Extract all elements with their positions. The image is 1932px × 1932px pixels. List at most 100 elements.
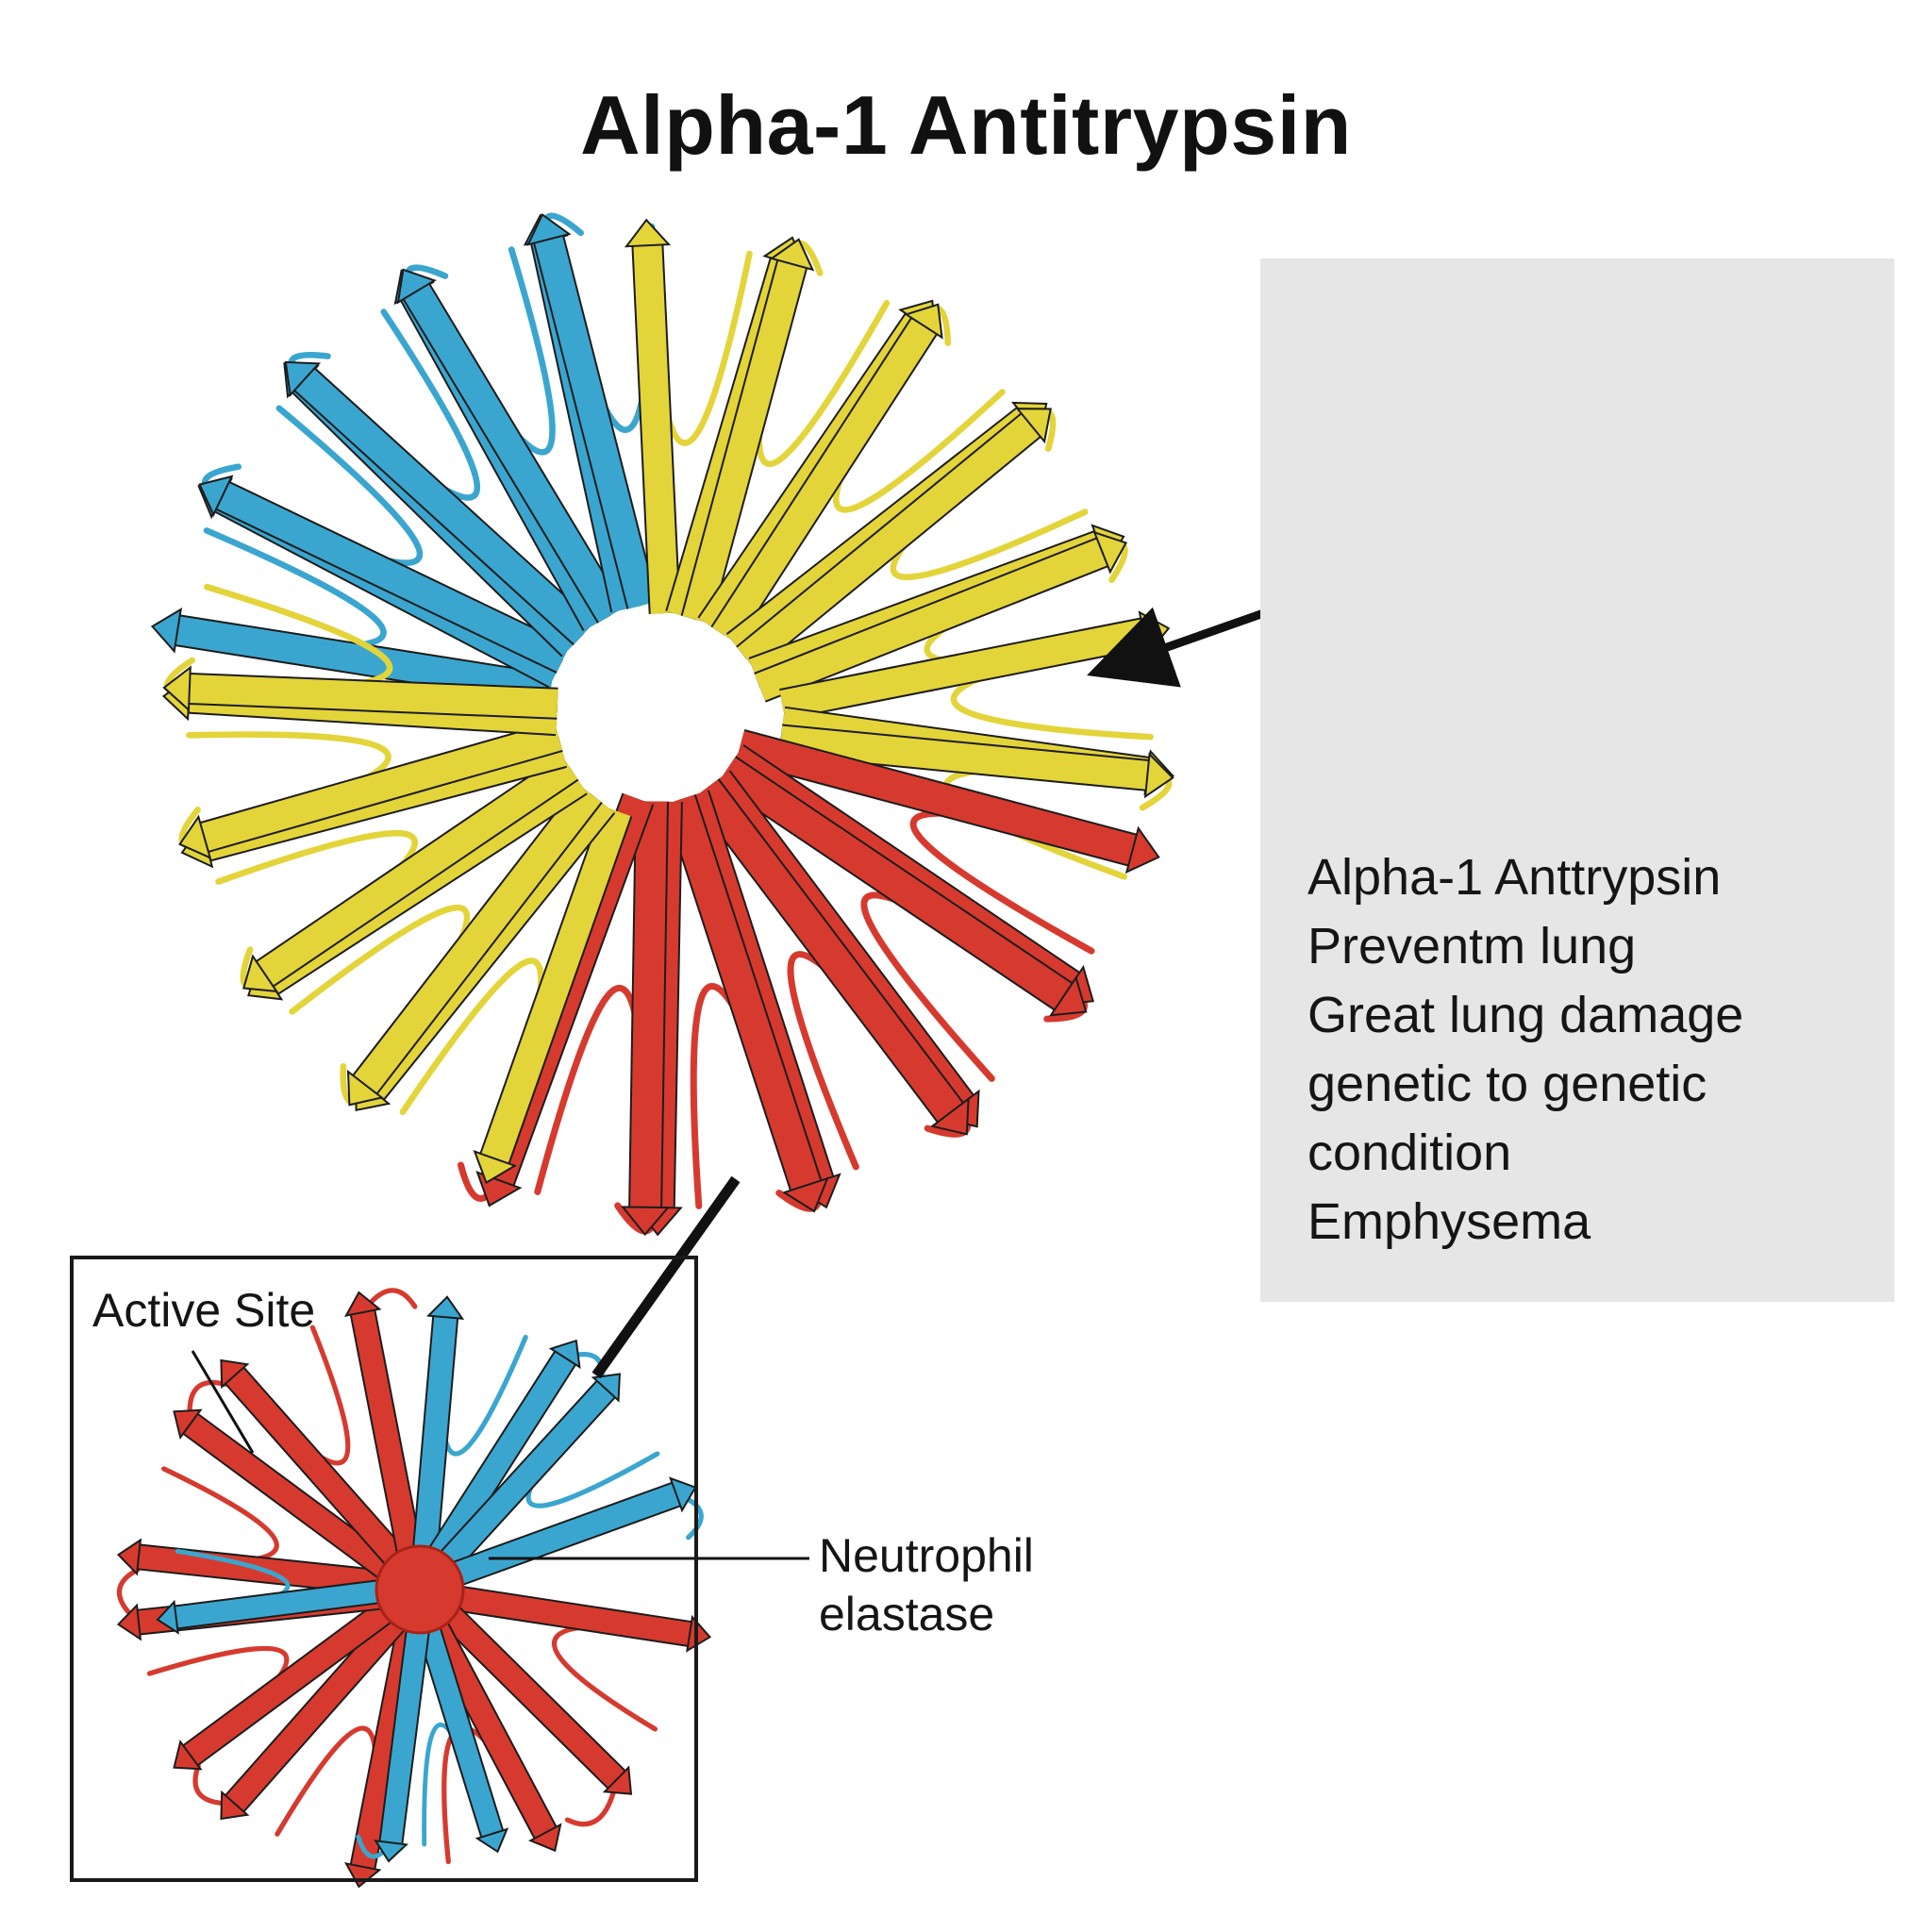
- strand-arrowhead: [346, 1069, 384, 1107]
- beta-strand: [183, 1414, 395, 1579]
- strand-arrowhead: [242, 954, 279, 993]
- strand-arrowhead: [396, 268, 437, 305]
- inset-elastase-complex: [116, 1288, 712, 1889]
- beta-strand: [175, 616, 553, 704]
- info-text: Alpha-1 Anttrypsin Preventm lung Great l…: [1307, 843, 1892, 1257]
- beta-strand: [257, 755, 578, 986]
- beta-strand: [779, 725, 1149, 790]
- strand-arrowhead: [602, 1765, 633, 1795]
- active-site-core: [375, 1544, 465, 1635]
- beta-strand: [736, 730, 1137, 865]
- strand-arrowhead: [173, 1739, 203, 1771]
- beta-strand: [175, 1580, 384, 1628]
- beta-strand: [481, 807, 631, 1164]
- strand-arrowhead: [548, 1339, 581, 1370]
- beta-strand: [225, 1368, 406, 1567]
- beta-strand: [441, 1483, 680, 1589]
- beta-strand: [535, 235, 657, 609]
- strand-arrowhead: [284, 360, 322, 397]
- info-line: condition: [1307, 1124, 1512, 1181]
- beta-strand: [216, 482, 570, 673]
- strand-arrowhead: [116, 1538, 142, 1576]
- info-line: Emphysema: [1307, 1193, 1591, 1250]
- beta-strand: [225, 1612, 406, 1811]
- yellow-blade-lower: [161, 583, 633, 1185]
- beta-strand: [294, 368, 594, 644]
- inset-blue-blade-bottom: [356, 1623, 509, 1863]
- beta-strand: [353, 784, 602, 1093]
- beta-strand: [737, 414, 1041, 670]
- strand-arrowhead: [525, 212, 572, 246]
- strand-arrowhead: [150, 608, 183, 654]
- inset-frame: [70, 1256, 698, 1882]
- neutrophil-elastase-label: Neutrophil elastase: [819, 1526, 1034, 1643]
- yellow-blade-right: [779, 610, 1174, 880]
- beta-strand: [380, 1625, 429, 1844]
- red-blade: [457, 729, 1160, 1237]
- strand-arrowhead: [1048, 975, 1088, 1017]
- beta-strand: [455, 1587, 691, 1645]
- strand-arrowhead: [374, 1839, 409, 1863]
- beta-strand: [425, 1619, 556, 1839]
- strand-arrowhead: [527, 1823, 562, 1853]
- beta-strand: [404, 284, 624, 623]
- strand-arrowhead: [624, 218, 672, 248]
- beta-strand: [432, 1381, 615, 1578]
- inset-blue-blade-top: [410, 1295, 704, 1591]
- beta-strand: [754, 539, 1108, 701]
- strand-arrowhead: [178, 814, 212, 859]
- page-title: Alpha-1 Antitrypsin: [580, 78, 1352, 172]
- strand-arrowhead: [156, 1599, 179, 1635]
- beta-strand: [189, 674, 558, 718]
- beta-strand: [412, 1316, 458, 1563]
- strand-arrowhead: [591, 1373, 621, 1403]
- info-line: Great lung damage: [1307, 987, 1744, 1043]
- strand-arrowhead: [173, 1408, 203, 1441]
- main-to-inset-connector: [591, 1175, 741, 1379]
- beta-strand: [779, 619, 1147, 719]
- strand-arrowhead: [162, 665, 192, 712]
- strand-arrowhead: [116, 1603, 142, 1641]
- strand-arrowhead: [782, 1176, 829, 1213]
- beta-strand: [682, 260, 807, 624]
- strand-arrowhead: [220, 1790, 250, 1821]
- beta-strand: [712, 318, 937, 643]
- strand-arrowhead: [929, 1096, 970, 1136]
- neutrophil-elastase-label-line1: Neutrophil: [819, 1529, 1034, 1582]
- info-line: Preventm lung: [1307, 918, 1637, 974]
- strand-arrowhead: [904, 303, 943, 340]
- inset-blue-strand-left: [156, 1548, 384, 1635]
- beta-strand: [630, 801, 667, 1208]
- strand-arrowhead: [620, 1206, 671, 1237]
- main-protein-assembly: [150, 212, 1174, 1237]
- beta-strand: [718, 758, 1073, 1009]
- beta-strand: [418, 1623, 503, 1838]
- strand-arrowhead: [1015, 408, 1052, 444]
- beta-strand: [665, 794, 821, 1191]
- strand-arrowhead: [425, 1295, 465, 1320]
- strand-arrowhead: [343, 1291, 382, 1317]
- info-line: Alpha-1 Anttrypsin: [1307, 849, 1722, 906]
- strand-arrowhead: [198, 475, 234, 517]
- active-site-pointer: [191, 1350, 255, 1454]
- beta-strand: [183, 1600, 395, 1765]
- active-site-label: Active Site: [92, 1284, 316, 1337]
- info-panel: [1260, 258, 1894, 1302]
- strand-arrowhead: [220, 1358, 250, 1390]
- blue-blade: [150, 212, 658, 706]
- neutrophil-elastase-label-line2: elastase: [819, 1588, 995, 1641]
- beta-strand: [633, 244, 679, 614]
- yellow-blade-upper: [624, 218, 1131, 703]
- beta-strand: [693, 779, 963, 1122]
- strand-arrowhead: [1124, 825, 1160, 874]
- strand-arrowhead: [1143, 752, 1174, 799]
- beta-strand: [441, 1606, 625, 1788]
- inset-red-blade-right: [423, 1585, 712, 1865]
- strand-arrowhead: [669, 1476, 697, 1513]
- strand-arrowhead: [1092, 530, 1128, 575]
- beta-strand: [351, 1309, 422, 1556]
- strand-arrowhead: [475, 1827, 509, 1854]
- beta-strand: [424, 1351, 575, 1572]
- beta-strand: [200, 723, 563, 851]
